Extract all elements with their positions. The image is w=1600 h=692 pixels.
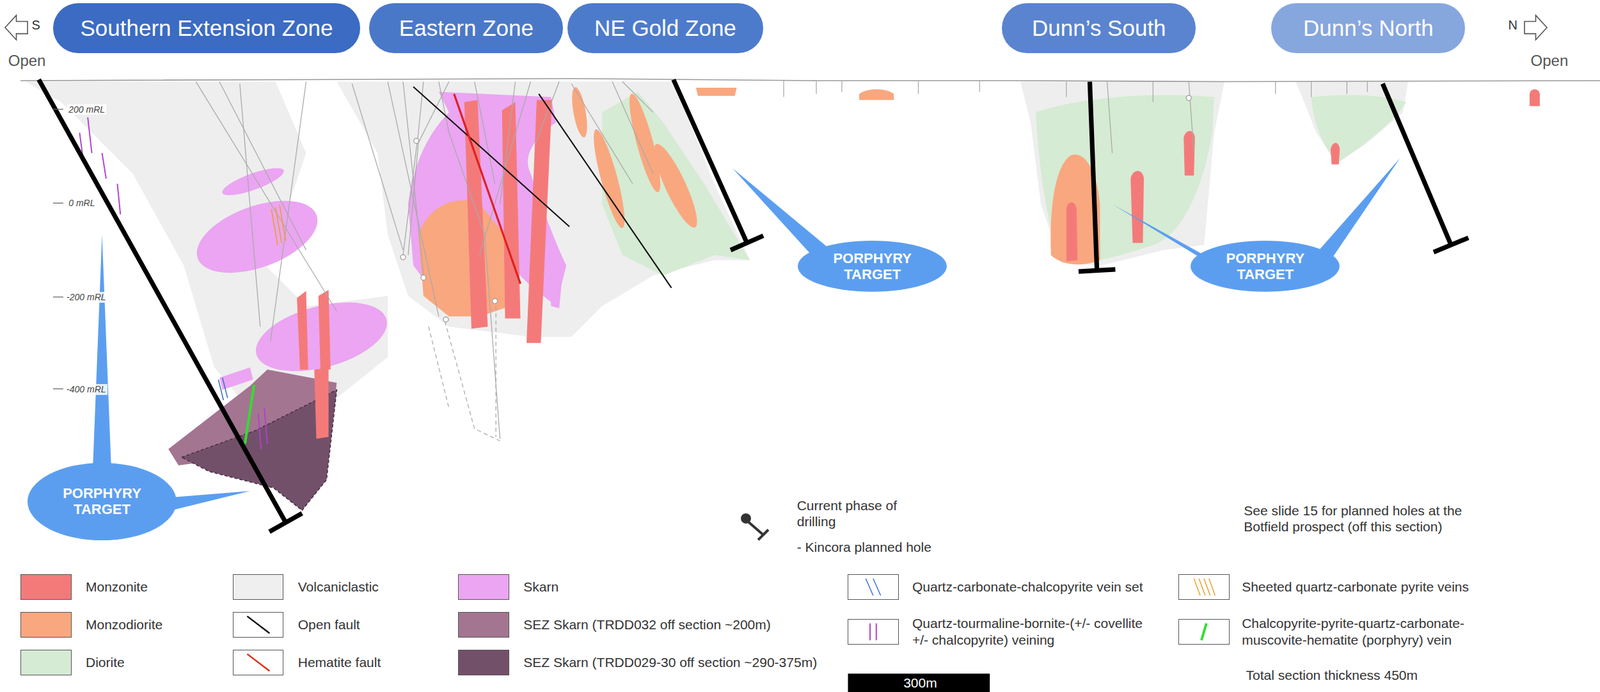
- callout-text: PORPHYRY TARGET: [53, 484, 150, 518]
- target-callout: PORPHYRY TARGET: [797, 240, 947, 292]
- direction-arrow: [1524, 15, 1547, 40]
- zone-label: Dunn’s South: [1001, 3, 1196, 54]
- legend-text: Hematite fault: [298, 653, 382, 671]
- zone-label: Southern Extension Zone: [53, 3, 361, 54]
- zone-name: Dunn’s North: [1303, 15, 1434, 41]
- vein-sample: [1209, 578, 1216, 596]
- legend-sample: [233, 649, 284, 675]
- scale-label: 300m: [847, 673, 993, 692]
- target-callout: PORPHYRY TARGET: [27, 462, 177, 540]
- volcaniclastic-unit: [25, 81, 1409, 429]
- legend-text: Sheeted quartz-carbonate pyrite veins: [1241, 578, 1469, 595]
- zone-label: Eastern Zone: [369, 3, 563, 54]
- open-fault: [413, 87, 570, 227]
- zone-name: Dunn’s South: [1031, 15, 1167, 41]
- legend-swatch: [847, 573, 899, 600]
- note-text: Open: [1530, 51, 1569, 71]
- legend-text: SEZ Skarn (TRDD032 off section ~200m): [523, 616, 771, 633]
- legend-swatch: [1178, 573, 1230, 600]
- monzodiorite-unit: [418, 85, 1100, 317]
- vein-sample: [1198, 578, 1206, 596]
- elevation-label: -400 mRL: [65, 383, 107, 395]
- note-text: N: [1507, 17, 1517, 33]
- note-text: See slide 15 for planned holes at the Bo…: [1243, 502, 1505, 535]
- zone-label: NE Gold Zone: [567, 3, 764, 54]
- zone-name: NE Gold Zone: [594, 15, 737, 41]
- vein-sample: [873, 578, 881, 596]
- legend-swatch: [232, 611, 285, 638]
- legend-swatch: [20, 611, 72, 638]
- vein-sample: [1194, 578, 1201, 596]
- legend-text: Open fault: [298, 616, 361, 633]
- legend-text: Monzonite: [85, 578, 148, 595]
- vein-sample: [869, 623, 871, 641]
- legend-text: Monzodiorite: [85, 616, 163, 633]
- fault-sample: [246, 616, 270, 634]
- fault-sample: [246, 653, 270, 672]
- legend-text: Diorite: [85, 653, 125, 671]
- legend-swatch: [847, 618, 899, 645]
- legend-swatch: [20, 649, 72, 675]
- legend-sample: [233, 612, 284, 637]
- callout-shape: [797, 240, 947, 292]
- vein-sample: [866, 578, 874, 596]
- legend-text: SEZ Skarn (TRDD029-30 off section ~290-3…: [523, 653, 817, 671]
- callout-text: PORPHYRY TARGET: [824, 250, 921, 283]
- callout-text: PORPHYRY TARGET: [1217, 250, 1314, 283]
- elevation-label: 200 mRL: [67, 104, 107, 116]
- legend-text: Quartz-tourmaline-bornite-(+/- covellite…: [912, 614, 1163, 649]
- elevation-label: 0 mRL: [67, 197, 96, 209]
- drill-traces: [195, 80, 1368, 439]
- callout-shape: [27, 462, 177, 540]
- note-text: Open: [8, 51, 47, 71]
- note-text: Current phase of drilling: [797, 497, 933, 530]
- elevation-label: -200 mRL: [65, 291, 107, 303]
- legend-sample: [1179, 619, 1229, 644]
- zone-name: Eastern Zone: [399, 15, 534, 41]
- vein-sample: [875, 623, 878, 641]
- zone-name: Southern Extension Zone: [79, 15, 333, 41]
- legend-text: Quartz-carbonate-chalcopyrite vein set: [912, 578, 1144, 595]
- porphyry-vein: [245, 384, 254, 444]
- projected-traces: [428, 305, 501, 441]
- legend-swatch: [458, 573, 510, 600]
- note-text: - Kincora planned hole: [797, 538, 932, 555]
- target-callout: PORPHYRY TARGET: [1190, 240, 1340, 292]
- open-fault: [538, 94, 672, 288]
- zone-label: Dunn’s North: [1271, 3, 1466, 54]
- legend-text: Volcaniclastic: [298, 578, 379, 595]
- vein-sample: [1203, 578, 1211, 596]
- chalcopyrite-veins: [218, 377, 228, 400]
- drill-symbol: [740, 513, 769, 540]
- sheeted-veins: [271, 204, 286, 245]
- legend-swatch: [1178, 618, 1230, 645]
- legend-sample: [1179, 574, 1229, 599]
- legend-swatch: [458, 649, 510, 675]
- ground-surface: [20, 78, 1600, 82]
- legend-sample: [848, 574, 899, 599]
- direction-arrow: [5, 15, 28, 40]
- vein-sample: [1201, 623, 1207, 641]
- legend-swatch: [20, 573, 72, 600]
- hematite-fault: [454, 94, 521, 285]
- callout-shape: [1190, 240, 1340, 292]
- callout-pointer: [92, 158, 1400, 510]
- elevation-ticks: [53, 109, 64, 389]
- sez-skarn-029: [181, 389, 337, 510]
- trace-markers: [400, 95, 1192, 322]
- legend-swatch: [232, 573, 285, 600]
- legend-swatch: [232, 649, 285, 675]
- planned-hole: [39, 79, 1469, 531]
- monzonite-unit: [296, 89, 1540, 439]
- legend-text: Chalcopyrite-pyrite-quartz-carbonate-mus…: [1241, 614, 1492, 649]
- note-text: Total section thickness 450m: [1246, 666, 1418, 683]
- legend-sample: [848, 619, 899, 644]
- legend-swatch: [458, 611, 510, 638]
- note-text: S: [31, 17, 40, 33]
- legend-text: Skarn: [523, 578, 559, 595]
